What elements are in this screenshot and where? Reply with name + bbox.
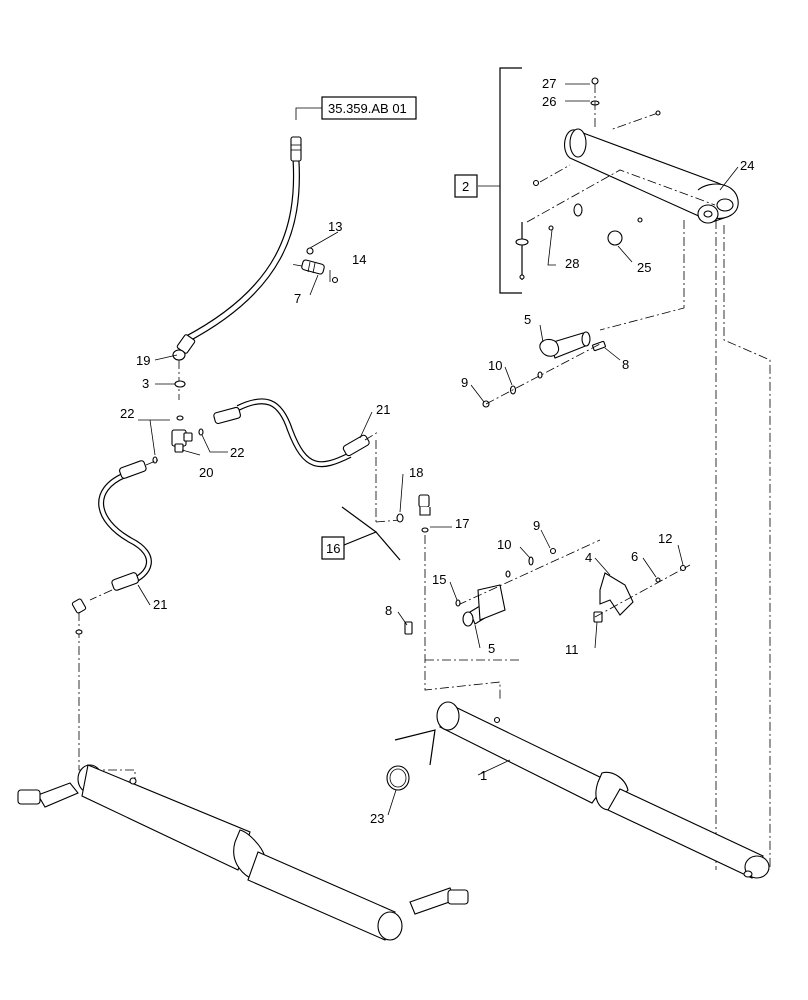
- callout-22a: 22: [120, 406, 134, 421]
- tee-fitting-20[interactable]: [171, 429, 193, 453]
- group-16-left: [341, 506, 378, 546]
- washer-3[interactable]: [174, 380, 186, 388]
- callout-9a: 9: [461, 375, 468, 390]
- hydraulic-cylinder-left[interactable]: [17, 764, 469, 941]
- callout-8a: 8: [622, 357, 629, 372]
- part-13-nut[interactable]: [306, 247, 314, 255]
- bolt-8-upper[interactable]: [592, 340, 606, 352]
- svg-text:16: 16: [326, 541, 340, 556]
- callout-26: 26: [542, 94, 556, 109]
- leaders: [137, 83, 739, 816]
- callout-12: 12: [658, 531, 672, 546]
- elbow-fitting-lower[interactable]: [71, 598, 87, 614]
- pin-5-upper[interactable]: [539, 331, 591, 359]
- seal-22-upper[interactable]: [176, 415, 184, 421]
- washer-6[interactable]: [655, 577, 661, 583]
- part-14-plug[interactable]: [331, 276, 339, 284]
- callout-18: 18: [409, 465, 423, 480]
- callout-27: 27: [542, 76, 556, 91]
- lock-plate-4[interactable]: [599, 572, 634, 616]
- pin-28[interactable]: [515, 222, 529, 280]
- callout-24: 24: [740, 158, 754, 173]
- bolt-12[interactable]: [679, 564, 687, 572]
- callout-8b: 8: [385, 603, 392, 618]
- seal-22-right[interactable]: [198, 428, 204, 436]
- elbow-17[interactable]: [418, 494, 431, 516]
- callout-1: 1: [480, 768, 487, 783]
- callout-21b: 21: [153, 597, 167, 612]
- callout-23: 23: [370, 811, 384, 826]
- fitting-7-centerline: [289, 263, 303, 267]
- callout-11: 11: [565, 642, 579, 657]
- callout-3: 3: [142, 376, 149, 391]
- bolt-27[interactable]: [591, 77, 599, 85]
- washer-upper[interactable]: [573, 203, 583, 217]
- callout-10b: 10: [497, 537, 511, 552]
- washer-25[interactable]: [607, 230, 623, 246]
- callout-15: 15: [432, 572, 446, 587]
- cylinder-24[interactable]: [564, 128, 739, 224]
- o-ring-18[interactable]: [396, 513, 404, 523]
- callout-14: 14: [352, 252, 366, 267]
- callout-labels: 27 26 24 28 25 5 8 10 9 13 14 7 19 3 22 …: [120, 76, 754, 826]
- hose-21-lower[interactable]: [98, 460, 152, 591]
- callout-13: 13: [328, 219, 342, 234]
- group-2-bracket: [499, 67, 522, 294]
- pin-5-lower[interactable]: [462, 584, 506, 627]
- hydraulic-cylinder-1[interactable]: [436, 701, 770, 879]
- group-label-16[interactable]: 16: [321, 536, 345, 560]
- callout-5b: 5: [488, 641, 495, 656]
- upper-hose[interactable]: [176, 136, 302, 354]
- callout-17: 17: [455, 516, 469, 531]
- callout-21a: 21: [376, 402, 390, 417]
- reference-label: 35.359.AB 01: [328, 101, 407, 116]
- washer-10-lower[interactable]: [528, 556, 534, 566]
- callout-25: 25: [637, 260, 651, 275]
- callout-22b: 22: [230, 445, 244, 460]
- callout-7: 7: [294, 291, 301, 306]
- callout-19: 19: [136, 353, 150, 368]
- fitting-19[interactable]: [172, 349, 186, 361]
- reference-box[interactable]: 35.359.AB 01: [321, 96, 417, 120]
- reference-leader: [295, 107, 322, 120]
- svg-text:2: 2: [462, 179, 469, 194]
- callout-9b: 9: [533, 518, 540, 533]
- group-label-2[interactable]: 2: [454, 174, 478, 198]
- callout-5a: 5: [524, 312, 531, 327]
- callout-6: 6: [631, 549, 638, 564]
- fitting-7[interactable]: [301, 259, 325, 275]
- washer-15[interactable]: [455, 599, 461, 607]
- callout-20: 20: [199, 465, 213, 480]
- callout-4: 4: [585, 550, 592, 565]
- nut-9-lower[interactable]: [549, 547, 557, 555]
- callout-28: 28: [565, 256, 579, 271]
- hose-21-upper[interactable]: [213, 398, 370, 468]
- callout-10a: 10: [488, 358, 502, 373]
